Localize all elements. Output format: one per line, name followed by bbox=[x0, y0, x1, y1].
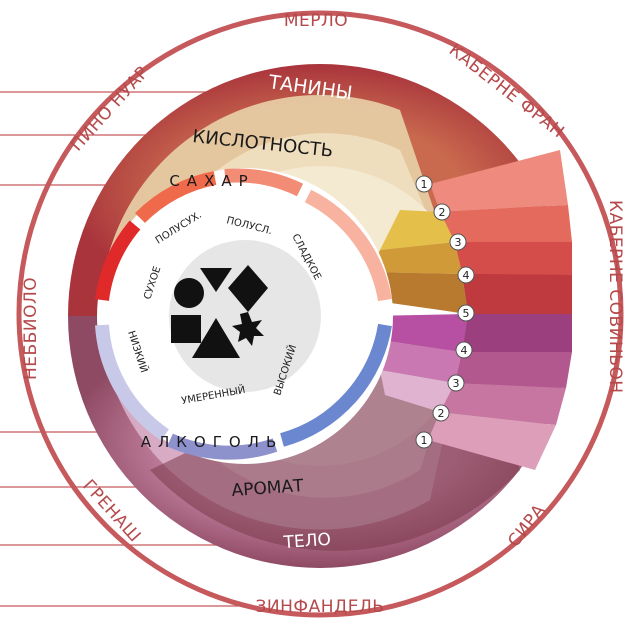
upper-scale-marker-3 bbox=[449, 233, 467, 251]
sugar-title: САХАР bbox=[169, 172, 254, 190]
shapes-icon bbox=[171, 265, 268, 358]
grape-label-nebbiolo: НЕББИОЛО bbox=[21, 277, 41, 380]
tannin-band bbox=[68, 64, 572, 316]
body-label: ТЕЛО bbox=[282, 530, 332, 553]
upper-scale-marker-label-1: 1 bbox=[421, 178, 428, 191]
grape-label-zinfandel: ЗИНФАНДЕЛЬ bbox=[256, 597, 385, 617]
lower-scale-marker-1 bbox=[415, 431, 433, 449]
upper-scale-marker-4 bbox=[457, 266, 475, 284]
outer-ring bbox=[16, 10, 624, 618]
upper-scale-marker-1 bbox=[415, 175, 433, 193]
upper-scale-marker-label-4: 4 bbox=[463, 269, 470, 282]
lower-scale-marker-label-3: 3 bbox=[453, 377, 460, 390]
upper-scale-marker-label-2: 2 bbox=[439, 206, 446, 219]
lower-scale-wedges bbox=[370, 314, 572, 470]
lower-scale-marker-3 bbox=[447, 374, 465, 392]
grape-label-merlot: МЕРЛО bbox=[284, 11, 348, 31]
upper-scale-marker-label-5: 5 bbox=[463, 307, 470, 320]
upper-scale-markers: 1 2 3 4 5 bbox=[415, 175, 475, 322]
sugar-segments bbox=[95, 168, 392, 302]
upper-scale-marker-5 bbox=[457, 304, 475, 322]
lower-scale-marker-label-2: 2 bbox=[438, 407, 445, 420]
upper-scale-marker-2 bbox=[433, 203, 451, 221]
lower-scale-marker-label-1: 1 bbox=[421, 434, 428, 447]
upper-scale-marker-label-3: 3 bbox=[455, 236, 462, 249]
lower-scale-marker-2 bbox=[432, 404, 450, 422]
lower-scale-marker-label-4: 4 bbox=[461, 344, 468, 357]
alcohol-title: АЛКОГОЛЬ bbox=[141, 433, 284, 451]
grape-label-cabernet-sauvignon: КАБЕРНЕ СОВИНЬОН bbox=[605, 200, 625, 394]
lower-scale-markers: 4 3 2 1 bbox=[415, 341, 473, 449]
lower-scale-marker-4 bbox=[455, 341, 473, 359]
alcohol-segments bbox=[95, 323, 392, 460]
grape-label-syrah: СИРА bbox=[504, 501, 550, 552]
upper-scale-wedges bbox=[370, 150, 572, 314]
